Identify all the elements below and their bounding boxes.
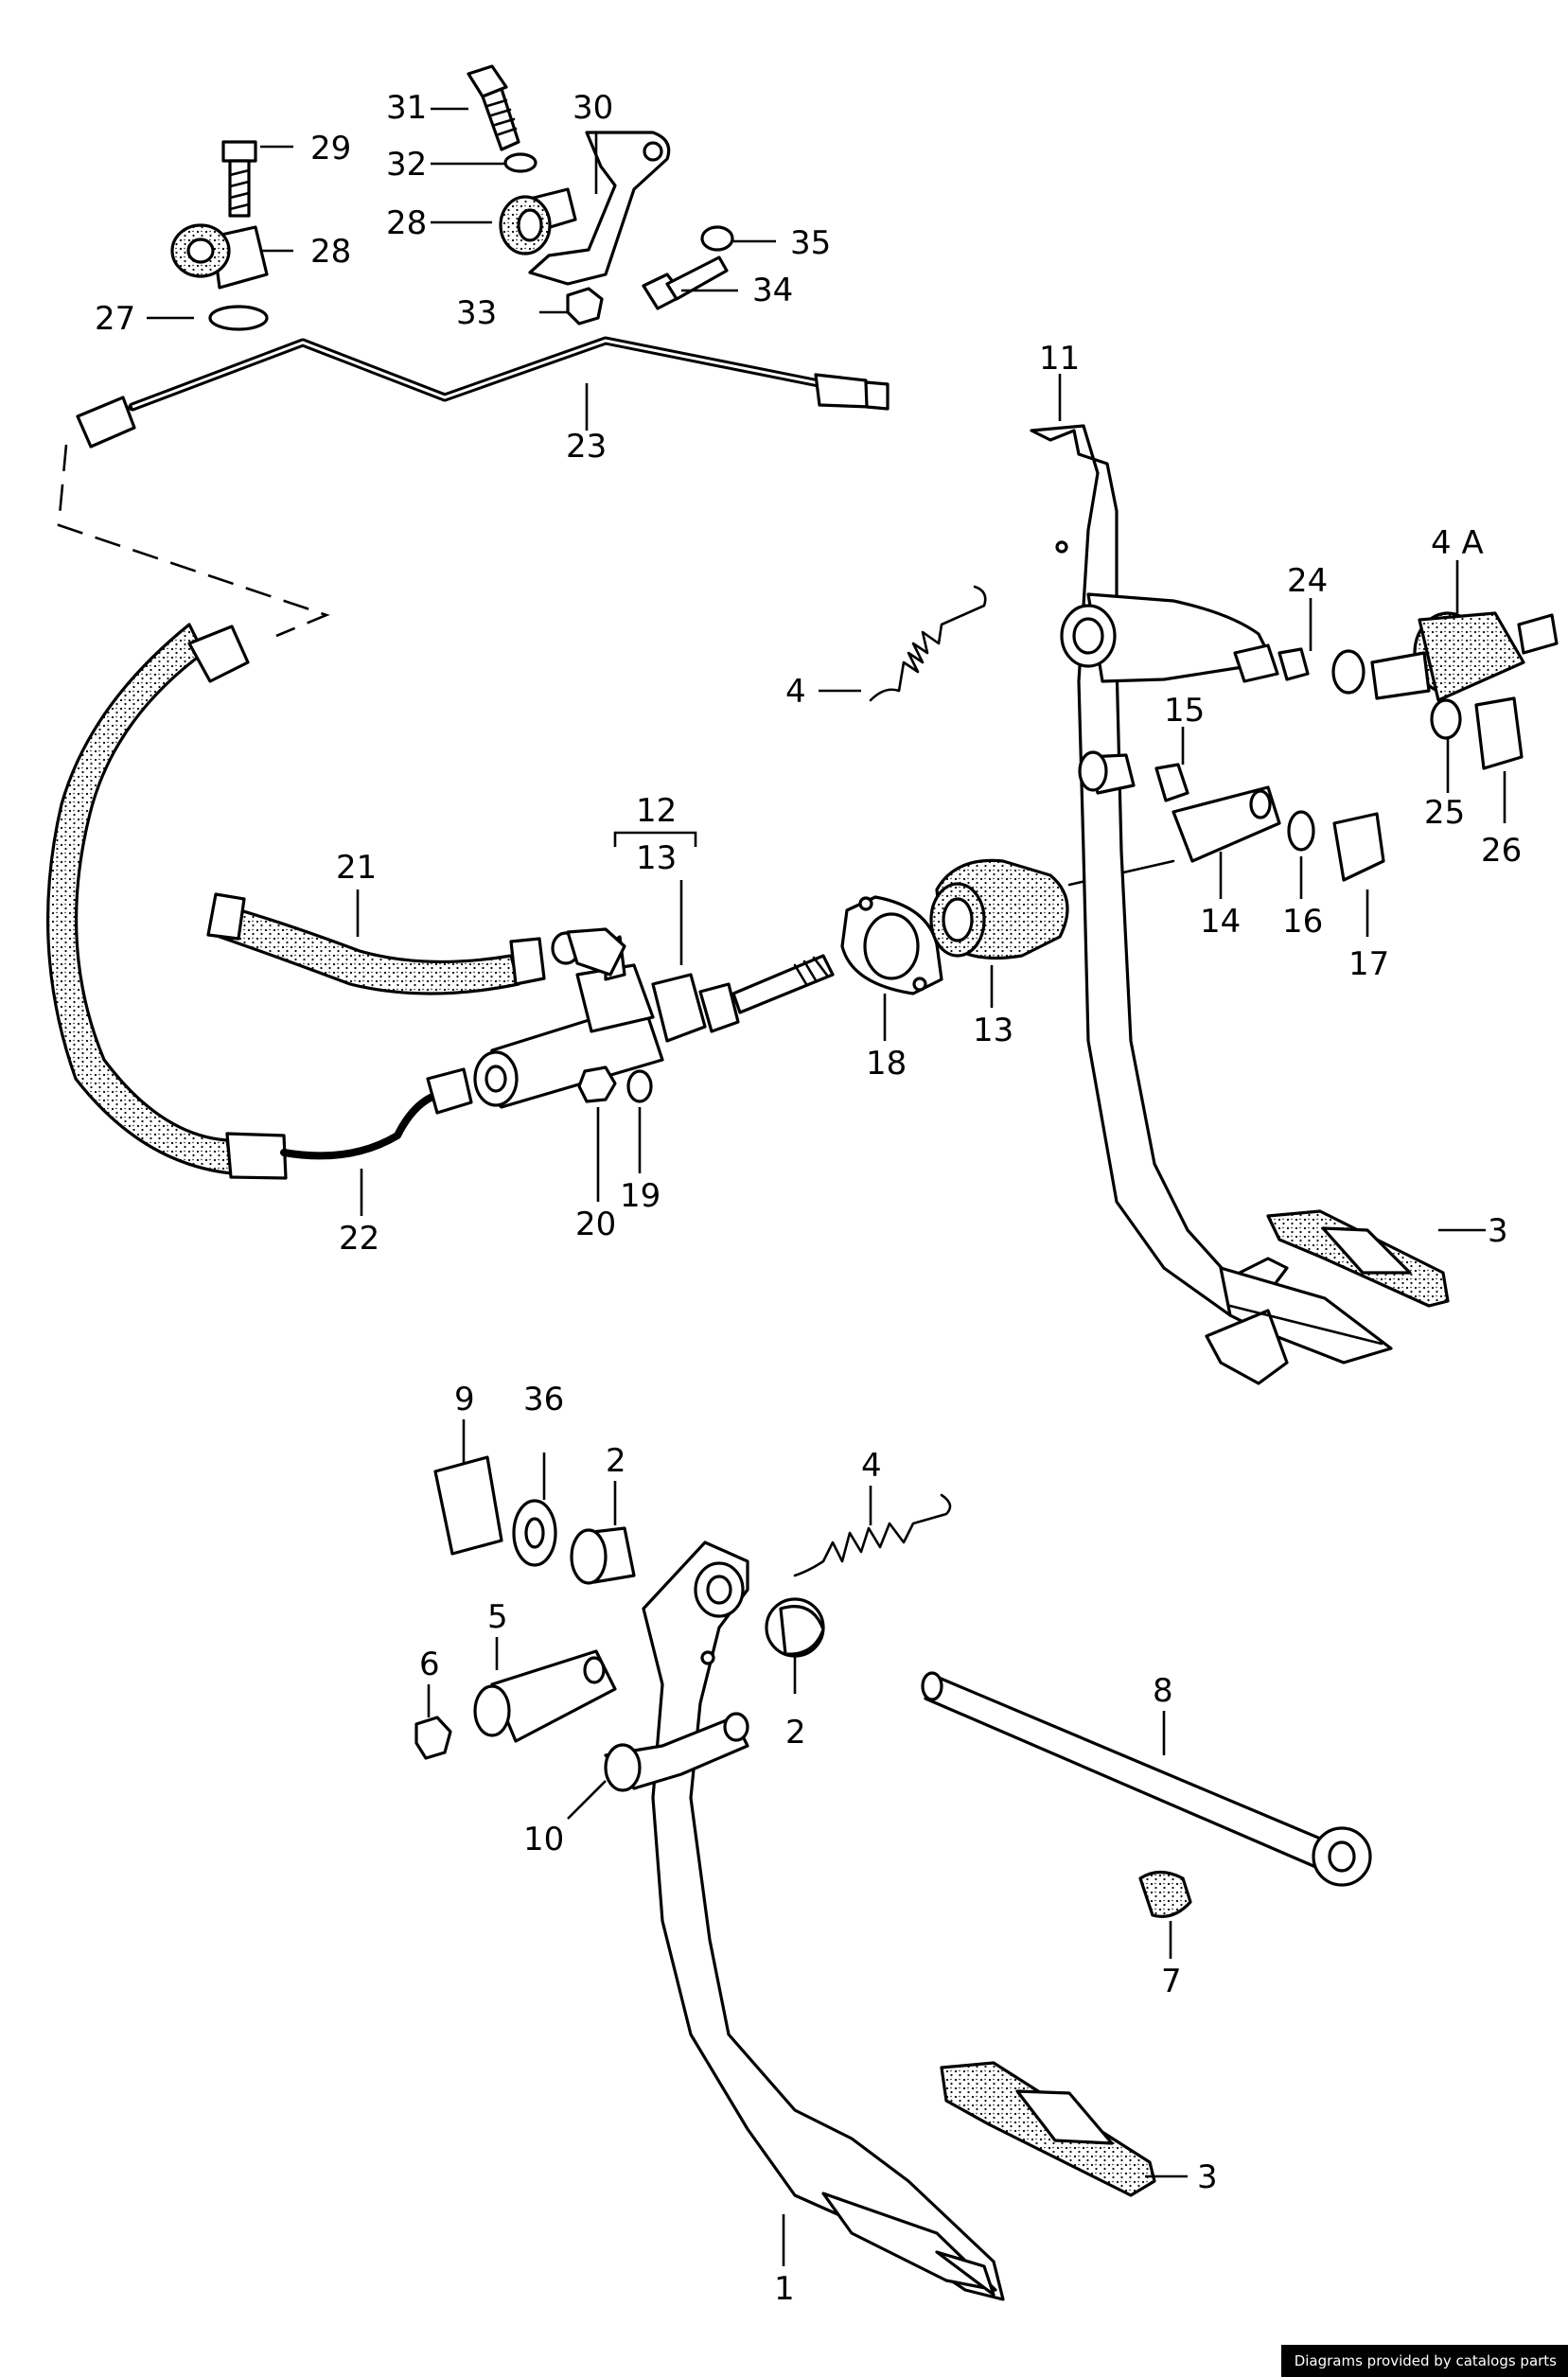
washer-16 [1287,810,1315,852]
pipe-22 [280,1089,449,1160]
boot-13 [929,858,1069,960]
clamp-28-left [170,223,269,290]
clamp-28-upper [499,187,577,255]
callout-labels: 31 30 29 32 28 28 35 34 27 33 23 11 24 4… [95,89,1522,2308]
clip-9 [433,1455,503,1556]
callout-35: 35 [790,224,831,262]
clevis-14 [1172,785,1281,863]
clip-17 [1332,812,1385,882]
clip-26 [1474,696,1524,770]
bolt-29 [221,140,257,218]
callout-3-upper: 3 [1488,1212,1508,1250]
callout-21: 21 [336,849,377,887]
brake-pedal-1 [642,1541,1005,2301]
bolt-31 [467,64,520,151]
clevis-5 [473,1649,617,1743]
callout-33: 33 [456,294,497,332]
callout-26: 26 [1481,832,1522,870]
callout-28-upper: 28 [386,204,427,242]
callout-11: 11 [1039,340,1080,378]
callout-9: 9 [454,1381,475,1418]
callout-32: 32 [386,146,427,184]
callout-4A: 4 A [1431,524,1484,562]
brake-pipe-23 [76,336,890,449]
callout-25: 25 [1424,794,1465,832]
callout-13-cylinder: 13 [636,839,677,877]
callout-30: 30 [573,89,613,127]
callout-23: 23 [566,428,607,466]
callout-19: 19 [620,1177,661,1215]
return-spring-4-lower [793,1493,952,1577]
spring-assembly-4A [1370,611,1559,702]
bolt-34 [642,255,729,310]
pivot-shaft-8 [921,1671,1372,1887]
callout-31: 31 [386,89,427,127]
leader-lines [147,107,1506,2266]
nut-6 [414,1716,452,1760]
callout-10: 10 [523,1821,564,1858]
nut-20 [577,1065,617,1103]
return-spring-4-upper [869,585,987,702]
callout-2-lower: 2 [785,1714,806,1752]
pin-15 [1078,750,1189,802]
callout-13-boot: 13 [973,1012,1013,1049]
nut-33 [566,287,604,326]
pedal-pad-3-lower [940,2061,1156,2197]
callout-22: 22 [339,1220,379,1258]
callout-12: 12 [636,792,677,830]
bushing-2-lower [765,1597,825,1658]
lever-10 [604,1712,749,1792]
callout-36: 36 [523,1381,564,1418]
callout-8: 8 [1153,1672,1173,1710]
callout-4-lower: 4 [861,1447,882,1485]
callout-29: 29 [310,130,351,167]
washer-25 [1430,698,1462,740]
credit-badge: Diagrams provided by catalogs parts [1280,2345,1568,2377]
hose-21 [206,892,546,995]
callout-2-upper: 2 [606,1442,626,1480]
plug-7 [1138,1870,1192,1918]
washer-27 [208,305,269,331]
callout-15: 15 [1164,692,1205,730]
callout-1: 1 [774,2270,795,2308]
bushing-2-upper [570,1526,636,1585]
callout-6: 6 [419,1646,440,1683]
clutch-pedal-11 [1030,424,1393,1385]
pedal-pad-3-upper [1266,1209,1450,1308]
pivot-pin-24 [1233,643,1365,695]
connection-dashed-line [57,444,330,638]
gasket-18 [840,895,943,995]
master-cylinder-12 [473,927,835,1109]
flexible-hose [46,623,288,1180]
callout-14: 14 [1200,903,1241,941]
callout-28-left: 28 [310,233,351,271]
washer-35 [700,225,734,252]
callout-20: 20 [575,1206,616,1243]
bracket-30 [528,131,671,286]
callout-3-lower: 3 [1197,2158,1218,2196]
callout-7: 7 [1161,1963,1182,2000]
washer-19 [626,1069,653,1103]
callout-27: 27 [95,300,135,338]
callout-17: 17 [1348,945,1389,983]
clamp-and-bracket-group [170,64,734,331]
callout-4-upper: 4 [785,673,806,711]
callout-24: 24 [1287,562,1328,600]
callout-34: 34 [752,272,793,309]
callout-18: 18 [866,1045,907,1083]
callout-5: 5 [487,1598,508,1636]
callout-16: 16 [1282,903,1323,941]
washer-32 [503,152,537,173]
